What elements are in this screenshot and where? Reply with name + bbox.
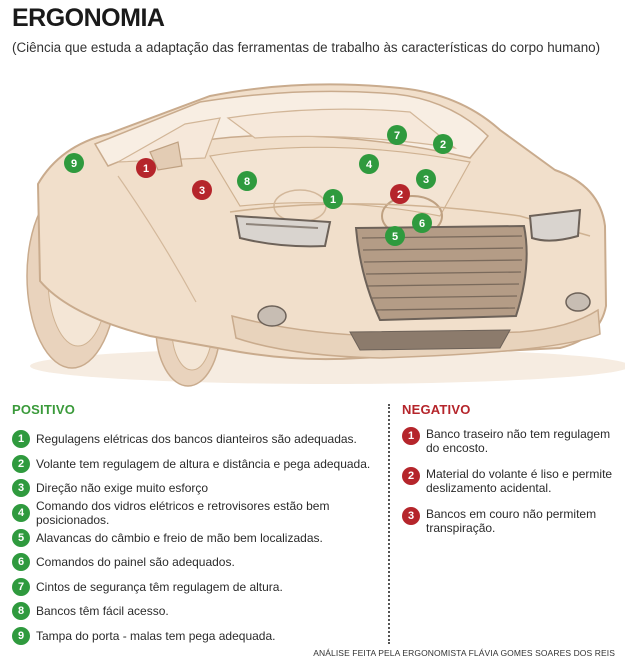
credit-line: ANÁLISE FEITA PELA ERGONOMISTA FLÁVIA GO… — [313, 648, 615, 658]
positive-item: 5 Alavancas do câmbio e freio de mão bem … — [12, 525, 382, 550]
positive-item: 6 Comandos do painel são adequados. — [12, 550, 382, 575]
svg-text:7: 7 — [394, 130, 400, 142]
item-text: Regulagens elétricas dos bancos dianteir… — [36, 432, 357, 447]
item-text: Cintos de segurança têm regulagem de alt… — [36, 579, 283, 594]
column-divider — [388, 404, 390, 644]
marker-green-2: 2 — [433, 134, 453, 154]
item-text: Tampa do porta - malas tem pega adequada… — [36, 629, 276, 644]
svg-text:6: 6 — [419, 218, 425, 230]
number-badge: 5 — [12, 528, 30, 547]
car-illustration: 9 8 4 7 1 2 3 6 5 1 3 2 — [0, 66, 625, 396]
marker-red-3: 3 — [192, 180, 212, 200]
marker-green-3: 3 — [416, 169, 436, 189]
svg-text:1: 1 — [330, 194, 336, 206]
marker-green-7: 7 — [387, 125, 407, 145]
marker-green-5: 5 — [385, 226, 405, 246]
marker-red-1: 1 — [136, 158, 156, 178]
svg-text:3: 3 — [199, 185, 205, 197]
item-text: Banco traseiro não tem regulagem do enco… — [426, 427, 611, 455]
marker-green-6: 6 — [412, 213, 432, 233]
positive-column: POSITIVO 1 Regulagens elétricas dos banco… — [12, 402, 382, 648]
positive-heading: POSITIVO — [12, 402, 76, 417]
negative-item: 1 Banco traseiro não tem regulagem do enc… — [402, 427, 617, 455]
positive-item: 9 Tampa do porta - malas tem pega adequad… — [12, 624, 382, 649]
marker-red-2: 2 — [390, 184, 410, 204]
svg-text:4: 4 — [366, 159, 373, 171]
page-subtitle: (Ciência que estuda a adaptação das ferr… — [12, 40, 601, 55]
number-badge: 3 — [402, 507, 420, 525]
svg-text:1: 1 — [143, 163, 149, 175]
marker-green-1: 1 — [323, 189, 343, 209]
item-text: Comandos do painel são adequados. — [36, 555, 235, 570]
number-badge: 1 — [12, 430, 30, 449]
positive-item: 7 Cintos de segurança têm regulagem de al… — [12, 575, 382, 600]
page-title: ERGONOMIA — [12, 4, 165, 32]
positive-item: 3 Direção não exige muito esforço — [12, 476, 382, 501]
svg-text:2: 2 — [397, 189, 403, 201]
number-badge: 2 — [402, 467, 420, 485]
number-badge: 8 — [12, 602, 30, 621]
marker-green-9: 9 — [64, 153, 84, 173]
svg-text:8: 8 — [244, 176, 250, 188]
item-text: Bancos em couro não permitem transpiraçã… — [426, 507, 597, 535]
negative-heading: NEGATIVO — [402, 402, 471, 417]
svg-text:5: 5 — [392, 231, 398, 243]
number-badge: 3 — [12, 479, 30, 498]
negative-column: NEGATIVO 1 Banco traseiro não tem regulag… — [402, 402, 617, 547]
number-badge: 9 — [12, 627, 30, 646]
item-text: Material do volante é liso e permite des… — [426, 467, 613, 495]
car-drawing: 9 8 4 7 1 2 3 6 5 1 3 2 — [26, 83, 625, 387]
negative-item: 2 Material do volante é liso e permite de… — [402, 467, 617, 495]
marker-green-8: 8 — [237, 171, 257, 191]
marker-green-4: 4 — [359, 154, 379, 174]
item-text: Volante tem regulagem de altura e distân… — [36, 456, 371, 471]
number-badge: 6 — [12, 553, 30, 572]
item-text: Comando dos vidros elétricos e retroviso… — [36, 499, 330, 528]
positive-item: 2 Volante tem regulagem de altura e distâ… — [12, 452, 382, 477]
positive-item: 4 Comando dos vidros elétricos e retrovis… — [12, 499, 382, 528]
number-badge: 7 — [12, 577, 30, 596]
item-text: Direção não exige muito esforço — [36, 481, 209, 496]
item-text: Alavancas do câmbio e freio de mão bem l… — [36, 530, 323, 545]
number-badge: 2 — [12, 454, 30, 473]
number-badge: 1 — [402, 427, 420, 445]
positive-item: 1 Regulagens elétricas dos bancos diantei… — [12, 427, 382, 452]
number-badge: 4 — [12, 504, 30, 523]
item-text: Bancos têm fácil acesso. — [36, 604, 169, 619]
positive-item: 8 Bancos têm fácil acesso. — [12, 599, 382, 624]
negative-item: 3 Bancos em couro não permitem transpiraç… — [402, 507, 617, 535]
svg-text:3: 3 — [423, 174, 429, 186]
svg-text:2: 2 — [440, 139, 446, 151]
svg-text:9: 9 — [71, 158, 77, 170]
